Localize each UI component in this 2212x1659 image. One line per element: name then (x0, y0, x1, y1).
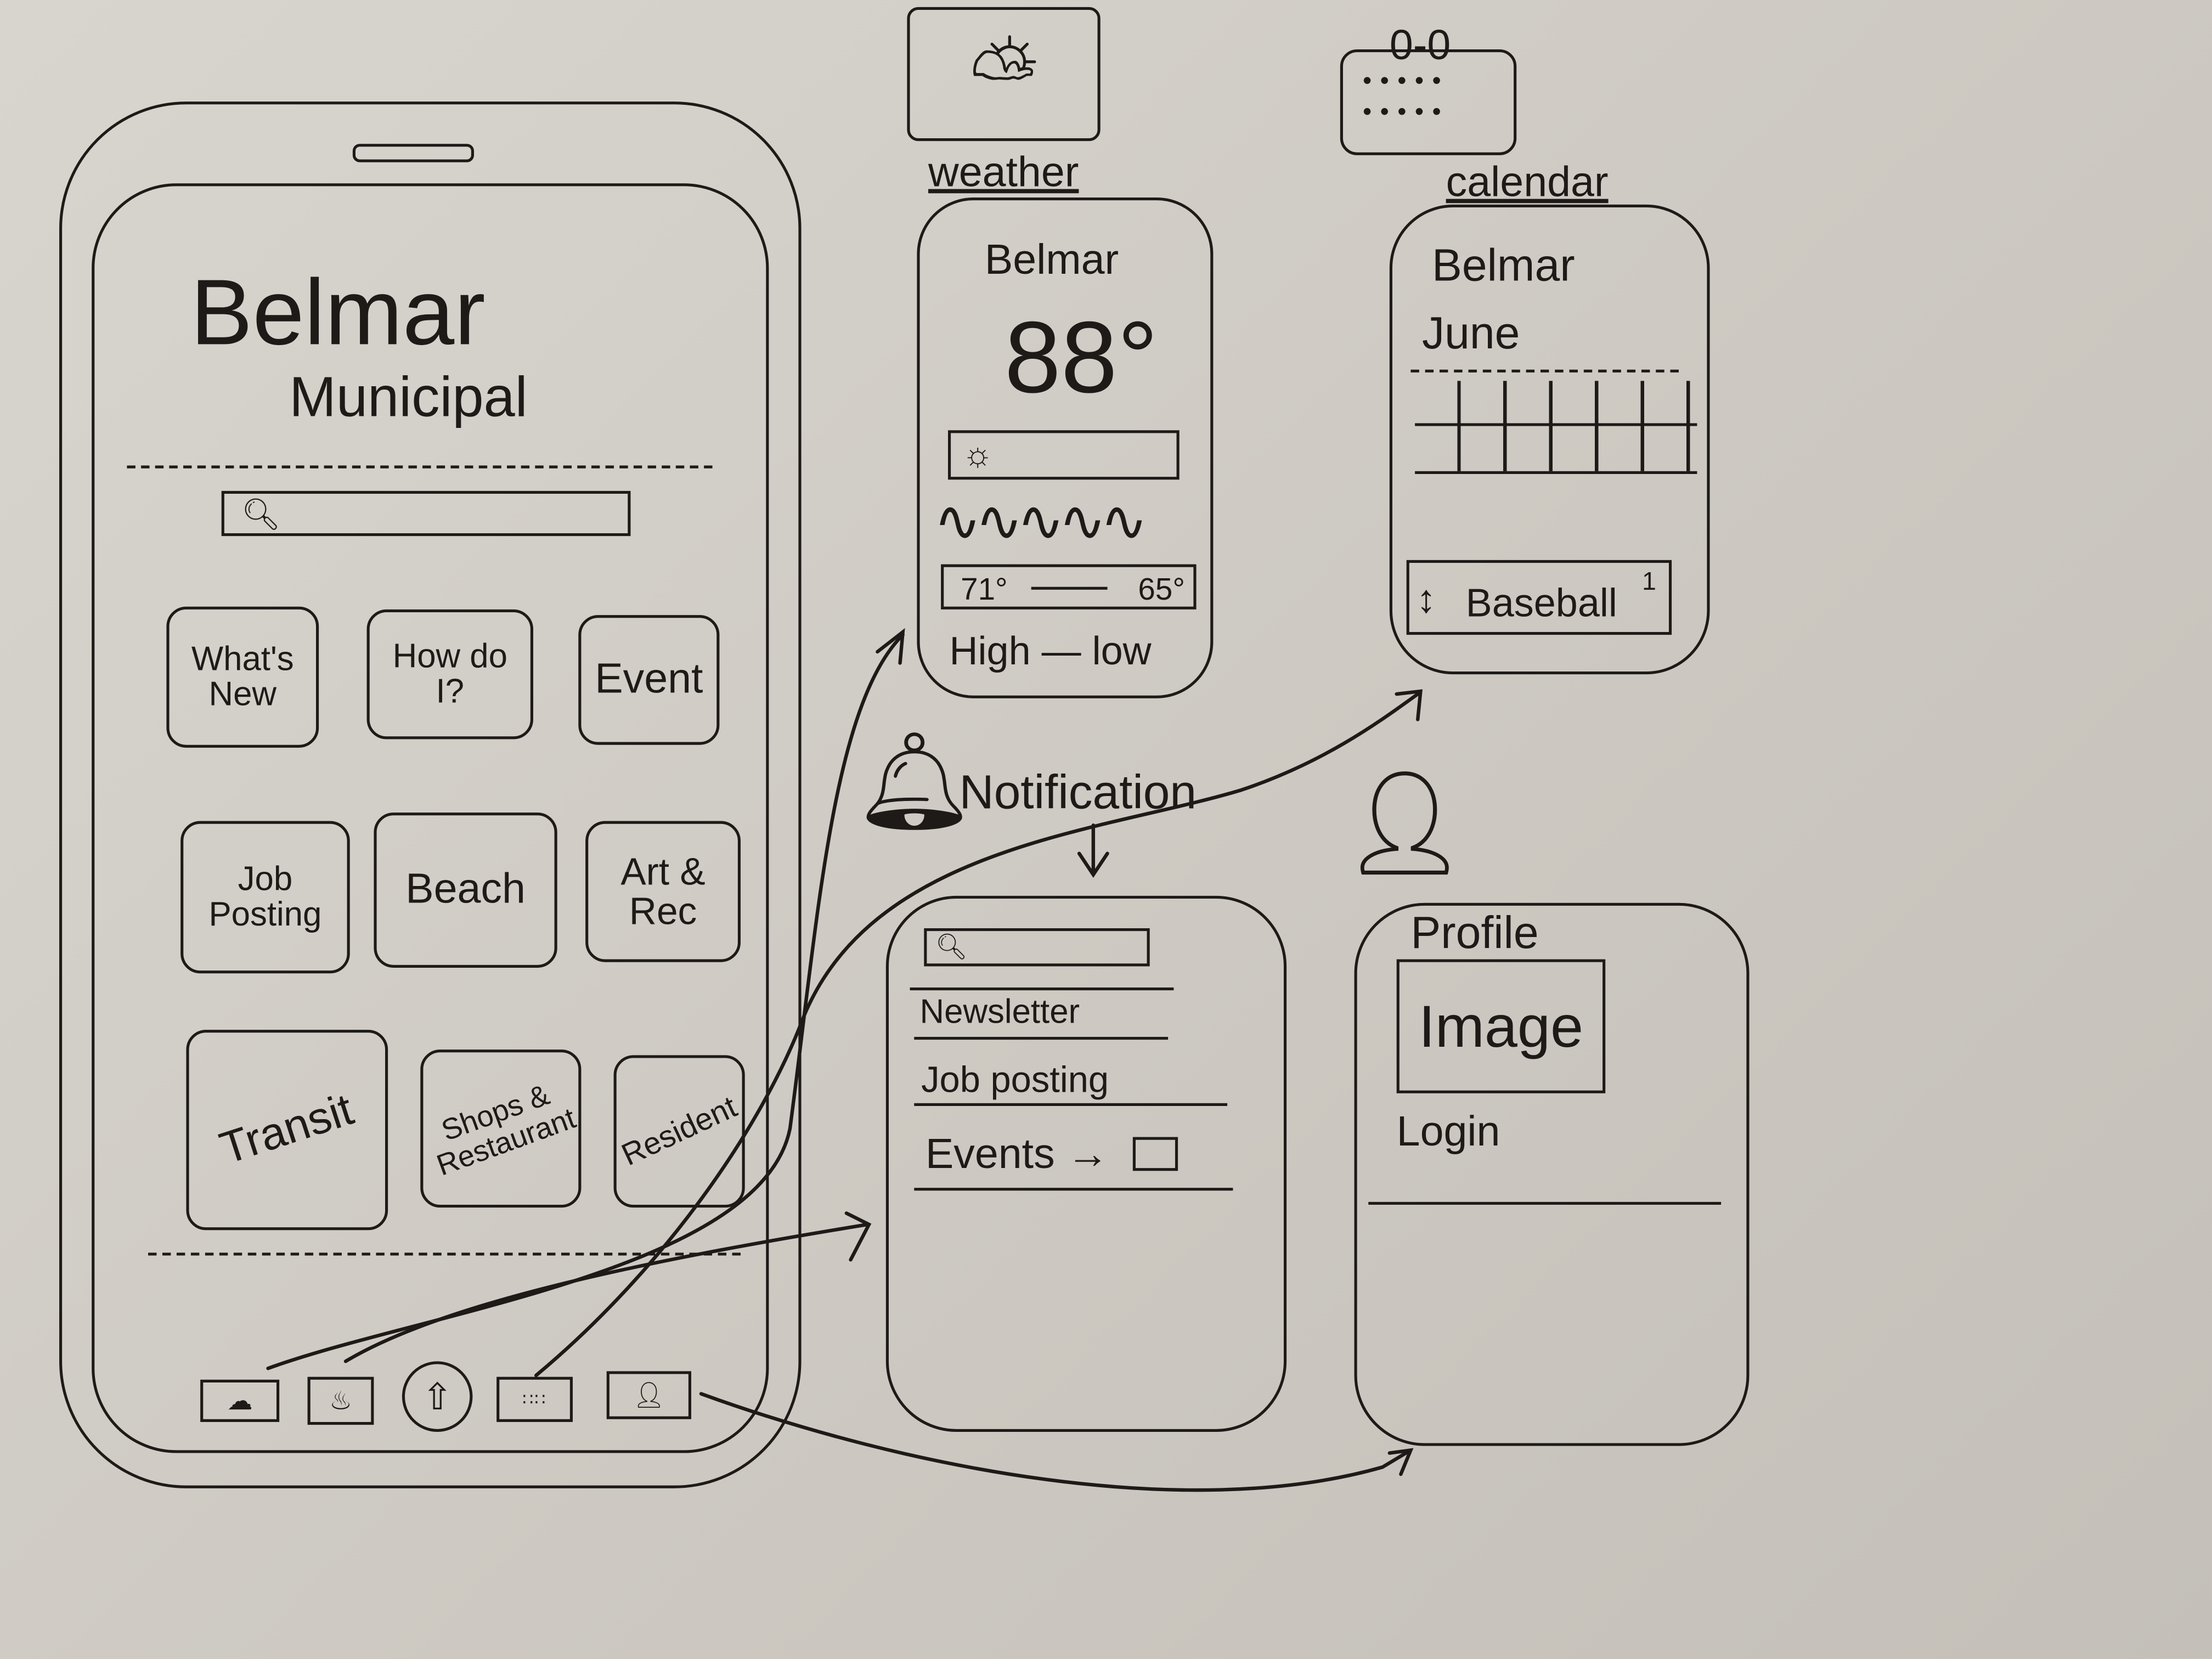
weather-icon: ☁ (227, 1386, 253, 1414)
calendar-event-item[interactable]: ↕ Baseball 1 (1406, 560, 1672, 635)
search-icon: 🔍︎ (935, 932, 968, 961)
weather-city: Belmar (984, 236, 1119, 284)
profile-title: Profile (1410, 907, 1539, 958)
nav-weather-button[interactable]: ☁ (200, 1379, 280, 1422)
high-temp: 71° (961, 571, 1008, 607)
nav-calendar-button[interactable]: ∷∷ (496, 1376, 573, 1422)
arrow-notification-down (1077, 823, 1109, 878)
header-divider (127, 465, 713, 469)
calendar-icon: ∷∷ (522, 1389, 547, 1409)
app-title: Belmar (190, 259, 486, 364)
calendar-header-line (1410, 369, 1679, 373)
event-name: Baseball (1465, 581, 1617, 625)
profile-icon: 👤︎ (633, 1380, 665, 1409)
calendar-city: Belmar (1431, 240, 1575, 291)
profile-divider (1368, 1201, 1722, 1205)
phone-speaker (352, 144, 474, 162)
profile-image-placeholder[interactable]: Image (1396, 959, 1606, 1093)
weather-temperature: 88° (1004, 302, 1158, 415)
notification-label: Notification (959, 766, 1197, 820)
notification-item-job-posting[interactable]: Job posting (921, 1058, 1109, 1101)
search-icon: 🔍︎ (241, 496, 281, 532)
calendar-label: calendar (1446, 159, 1609, 206)
sun-cloud-icon: ⛅︎ (969, 26, 1038, 121)
login-link[interactable]: Login (1396, 1109, 1500, 1155)
tile-whats-new[interactable]: What's New (166, 606, 319, 748)
weather-label: weather (928, 149, 1079, 196)
search-bar[interactable]: 🔍︎ (221, 490, 631, 537)
tile-event[interactable]: Event (578, 615, 720, 745)
person-icon: 👤︎ (1340, 767, 1469, 881)
tile-shops-restaurant[interactable]: Shops & Restaurant (420, 1049, 582, 1208)
tile-transit[interactable]: Transit (186, 1030, 388, 1231)
notification-search-bar[interactable]: 🔍︎ (924, 928, 1150, 967)
tile-job-posting[interactable]: Job Posting (180, 821, 350, 974)
tile-resident[interactable]: Resident (613, 1055, 745, 1208)
calendar-icon-box: •••••••••• (1340, 49, 1517, 155)
reorder-arrow-icon: ↕ (1416, 577, 1436, 621)
app-subtitle: Municipal (289, 366, 528, 429)
calendar-screen (1389, 204, 1710, 675)
weather-icon-box: ⛅︎ (907, 7, 1101, 142)
sun-icon: ☼ (962, 436, 994, 474)
calendar-rings-icon: 0-0 (1389, 22, 1451, 69)
notification-item-events[interactable]: Events → (925, 1131, 1109, 1178)
temperature-range-bar: 71° 65° (941, 564, 1197, 610)
weather-condition-bar: ☼ (947, 430, 1180, 480)
home-icon: ⇧ (422, 1374, 453, 1417)
high-low-label: High — low (949, 629, 1152, 673)
calendar-icon (1132, 1137, 1178, 1171)
low-temp: 65° (1138, 571, 1185, 607)
waves-icon: ∿∿∿∿∿ (934, 490, 1148, 553)
event-count: 1 (1642, 567, 1656, 596)
nav-divider (148, 1252, 741, 1256)
nav-profile-button[interactable]: 👤︎ (606, 1371, 691, 1419)
tile-how-do-i[interactable]: How do I? (366, 609, 533, 740)
notification-item-newsletter[interactable]: Newsletter (919, 993, 1080, 1031)
nav-home-button[interactable]: ⇧ (402, 1361, 473, 1432)
tile-beach[interactable]: Beach (374, 812, 557, 968)
bell-icon: 🔔︎ (853, 727, 975, 836)
tile-art-rec[interactable]: Art & Rec (585, 821, 741, 962)
calendar-month: June (1421, 307, 1520, 359)
notification-icon: ♨ (329, 1386, 352, 1414)
nav-notification-button[interactable]: ♨ (307, 1376, 374, 1425)
calendar-dots-icon: •••••••••• (1362, 66, 1450, 125)
calendar-grid (1415, 381, 1697, 474)
